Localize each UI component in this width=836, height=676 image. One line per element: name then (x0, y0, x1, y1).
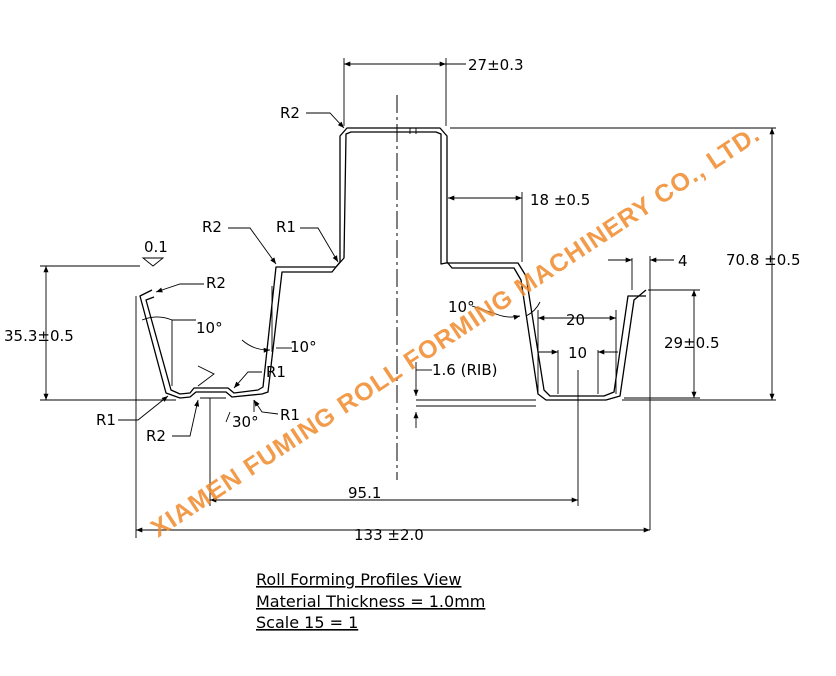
dim-top-width: 27±0.3 (343, 56, 524, 126)
dim-rib: 1.6 (RIB) (413, 361, 536, 428)
svg-text:10°: 10° (448, 298, 475, 316)
svg-text:29±0.5: 29±0.5 (664, 334, 720, 352)
svg-text:4: 4 (678, 252, 688, 270)
dim-overall-width: 133 ±2.0 (135, 296, 650, 544)
svg-text:95.1: 95.1 (348, 484, 381, 502)
svg-text:10: 10 (568, 344, 587, 362)
svg-text:133 ±2.0: 133 ±2.0 (354, 526, 424, 544)
svg-text:35.3±0.5: 35.3±0.5 (4, 327, 74, 345)
svg-text:1.6 (RIB): 1.6 (RIB) (432, 361, 497, 379)
svg-text:0.1: 0.1 (144, 238, 168, 256)
svg-text:R1: R1 (276, 218, 296, 236)
svg-text:R1: R1 (280, 406, 300, 424)
angle-right: 10° (448, 298, 541, 320)
dim-total-height: 70.8 ±0.5 (450, 127, 801, 401)
dim-right-height: 29±0.5 (624, 289, 720, 399)
leader-radius-shoulder-right: R1 (276, 218, 339, 263)
svg-text:30°: 30° (232, 413, 259, 431)
label-top-width: 27±0.3 (468, 56, 524, 74)
dim-inner-flange: 18 ±0.5 (448, 191, 590, 262)
svg-text:10°: 10° (290, 338, 317, 356)
dim-right-flange: 4 (608, 252, 688, 530)
flatness-mark: 0.1 (141, 238, 168, 267)
svg-text:R2: R2 (206, 274, 226, 292)
dim-right-bottom-width: 10 (538, 344, 618, 394)
leader-radius-left-bottom-r: R1 (233, 363, 286, 389)
title-line-3: Scale 15 = 1 (256, 613, 358, 632)
angle-left-outer: 10° (241, 286, 317, 356)
angle-left-inner: 10° (141, 316, 223, 386)
title-line-1: Roll Forming Profiles View (256, 570, 461, 589)
leader-radius-top: R2 (280, 104, 345, 129)
leader-radius-shoulder-left: R2 (202, 218, 277, 265)
rib-detail: R2 30° R1 (146, 365, 300, 445)
svg-text:R1: R1 (96, 411, 116, 429)
watermark: XIAMEN FUMING ROLL FORMING MACHINERY CO.… (146, 120, 765, 543)
svg-text:R2: R2 (146, 427, 166, 445)
svg-text:R1: R1 (266, 363, 286, 381)
svg-text:18 ±0.5: 18 ±0.5 (530, 191, 590, 209)
profile-outline (139, 127, 647, 401)
title-block: Roll Forming Profiles View Material Thic… (256, 570, 485, 632)
svg-text:R2: R2 (202, 218, 222, 236)
svg-text:R2: R2 (280, 104, 300, 122)
title-line-2: Material Thickness = 1.0mm (256, 592, 485, 611)
svg-text:20: 20 (566, 311, 585, 329)
dim-center-offset: 95.1 (209, 370, 579, 506)
svg-text:10°: 10° (196, 319, 223, 337)
dim-left-height: 35.3±0.5 (4, 265, 176, 401)
svg-text:70.8 ±0.5: 70.8 ±0.5 (726, 251, 801, 269)
leader-radius-left-bottom-l: R1 (96, 395, 169, 429)
leader-radius-left-top: R2 (155, 274, 226, 293)
